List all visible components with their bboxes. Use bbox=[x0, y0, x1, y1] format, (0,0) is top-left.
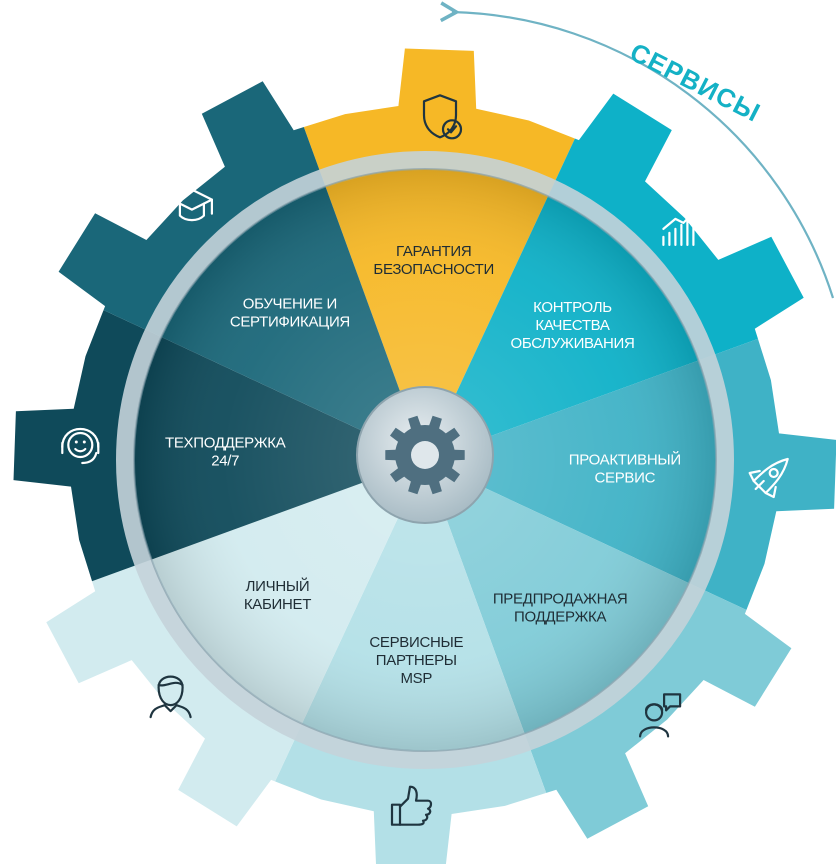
label-line: ОБУЧЕНИЕ И bbox=[243, 296, 337, 313]
label-line: СЕРВИСНЫЕ bbox=[369, 634, 463, 651]
thumbs-up-icon bbox=[390, 785, 433, 826]
shield-check-icon bbox=[422, 94, 463, 140]
label-line: ПОДДЕРЖКА bbox=[514, 609, 606, 626]
label-line: MSP bbox=[400, 670, 432, 687]
inner-ring-edge bbox=[133, 168, 717, 752]
label-line: ЛИЧНЫЙ bbox=[246, 577, 310, 595]
label-line: ПРОАКТИВНЫЙ bbox=[569, 451, 681, 469]
label-line: СЕРВИС bbox=[594, 470, 655, 487]
label-line: ПАРТНЕРЫ bbox=[376, 652, 457, 669]
direction-arc-arrow bbox=[452, 12, 835, 299]
label-line: ТЕХПОДДЕРЖКА bbox=[165, 434, 286, 451]
label-line: КАБИНЕТ bbox=[244, 596, 311, 613]
label-line: СЕРТИФИКАЦИЯ bbox=[230, 314, 350, 331]
consultant-chat-icon bbox=[638, 693, 682, 738]
inner-ring bbox=[116, 151, 734, 769]
headset-icon bbox=[61, 427, 100, 465]
rocket-icon bbox=[748, 457, 789, 499]
growth-chart-icon bbox=[662, 209, 697, 246]
label-line: БЕЗОПАСНОСТИ bbox=[373, 261, 494, 278]
cog-icon bbox=[385, 415, 465, 495]
label-line: КОНТРОЛЬ bbox=[533, 299, 612, 316]
label-line: ПРЕДПРОДАЖНАЯ bbox=[493, 591, 628, 608]
label-line: КАЧЕСТВА bbox=[535, 317, 609, 334]
label-line: 24/7 bbox=[211, 452, 239, 469]
graduation-cap-icon bbox=[170, 188, 213, 222]
label-line: ОБСЛУЖИВАНИЯ bbox=[510, 335, 634, 352]
cog-hole bbox=[411, 441, 439, 469]
label-line: ГАРАНТИЯ bbox=[396, 243, 471, 260]
user-icon bbox=[149, 675, 192, 719]
diagram-title: СЕРВИСЫ bbox=[625, 37, 765, 128]
